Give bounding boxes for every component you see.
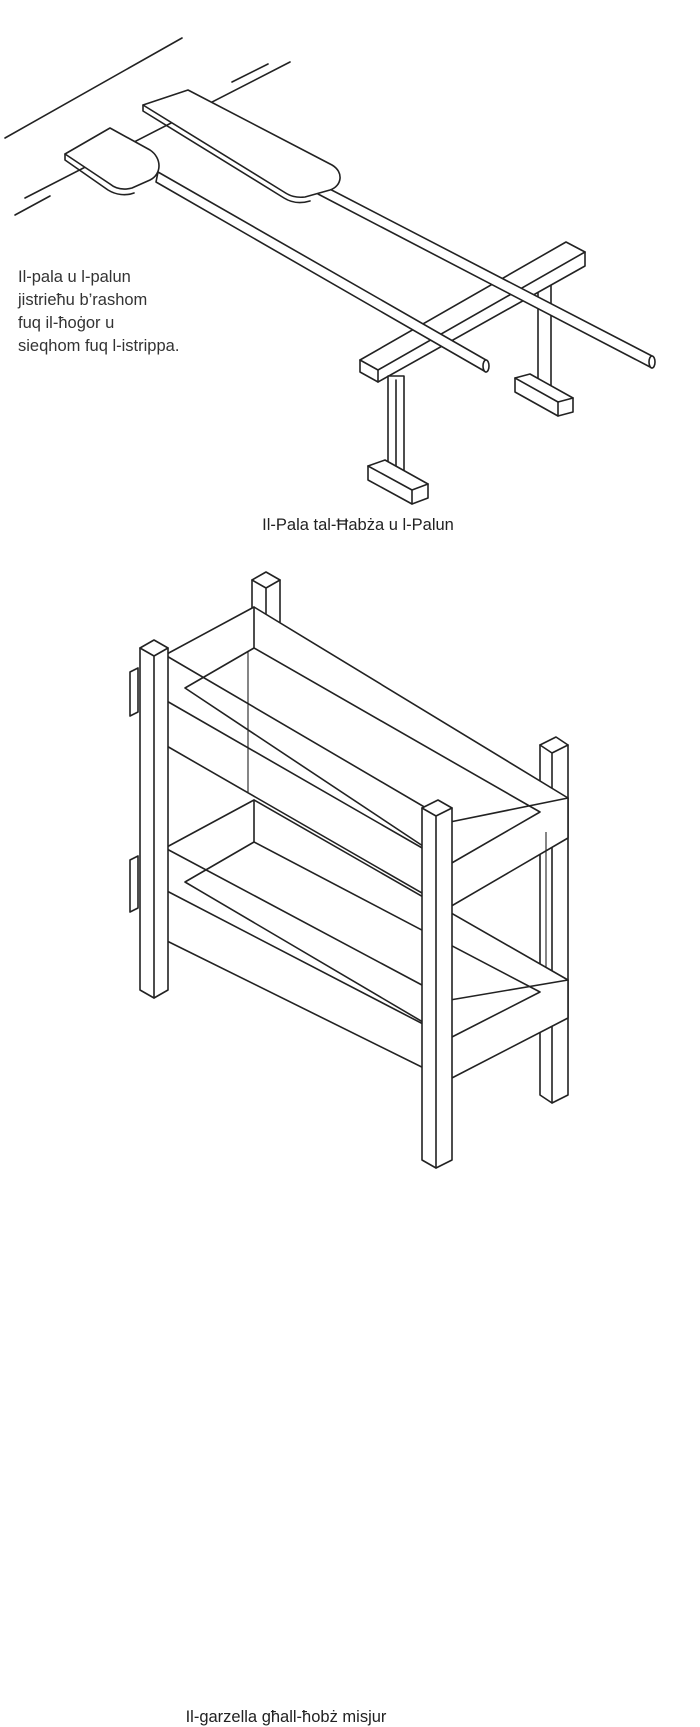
short-peel <box>64 127 490 373</box>
long-peel <box>142 89 656 369</box>
bread-rack-caption: Il-garzella għall-ħobż misjur <box>185 1708 387 1726</box>
note-line: Il-pala u l-palun <box>18 268 131 286</box>
front-posts <box>139 639 453 1169</box>
peel-illustration: Il-pala u l-palun jistrieħu b’rashom fuq… <box>0 0 700 560</box>
bread-rack-illustration: Il-garzella għall-ħobż misjur <box>0 560 700 1726</box>
peel-caption: Il-Pala tal-Ħabża u l-Palun <box>262 516 454 534</box>
note-line: fuq il-ħoġor u <box>18 314 115 332</box>
note-line: jistrieħu b’rashom <box>18 291 148 309</box>
usage-note: Il-pala u l-palun jistrieħu b’rashom fuq… <box>18 266 248 358</box>
peel-drawing <box>4 37 656 505</box>
side-rails <box>129 667 139 913</box>
note-line: sieqhom fuq l-istrippa. <box>18 337 180 355</box>
oven-edge-lines <box>4 37 291 216</box>
support-rack <box>359 241 586 505</box>
bread-rack-drawing <box>129 571 569 1169</box>
